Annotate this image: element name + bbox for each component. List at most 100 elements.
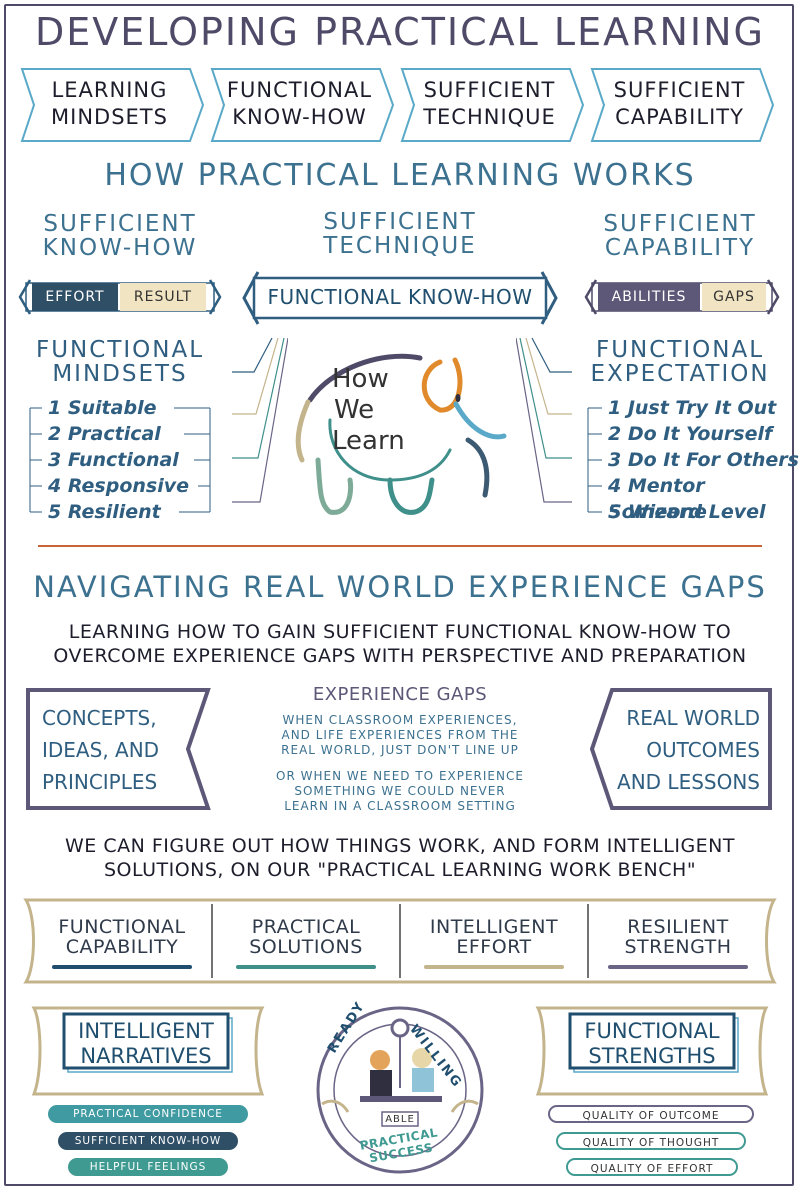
- result-pill: RESULT: [120, 283, 206, 311]
- step-line2: MINDSETS: [51, 105, 168, 129]
- elephant-line2: We: [334, 395, 375, 425]
- logo-able: ABLE: [385, 1114, 415, 1125]
- list-item: 4 Responsive: [48, 475, 189, 497]
- narratives-heading: INTELLIGENT NARRATIVES: [64, 1019, 228, 1069]
- bench-line1: RESILIENT: [627, 916, 729, 938]
- col-right-line1: SUFFICIENT: [603, 211, 757, 237]
- bench-item-functional-capability: FUNCTIONAL CAPABILITY: [42, 917, 202, 957]
- gaps-p2-line2: SOMETHING WE COULD NEVER: [294, 784, 506, 798]
- list-item: 5 Wizard Level: [608, 501, 766, 523]
- outcomes-line1: REAL WORLD: [626, 706, 760, 730]
- col-right-heading: SUFFICIENT CAPABILITY: [580, 212, 780, 260]
- narratives-tag: PRACTICAL CONFIDENCE: [48, 1105, 248, 1123]
- bench-underline: [608, 965, 748, 969]
- col-mid-line2: TECHNIQUE: [323, 233, 477, 259]
- outcomes-box-text: REAL WORLD OUTCOMES AND LESSONS: [600, 702, 760, 798]
- elephant-icon: [295, 353, 507, 515]
- left-connector-lines: [232, 337, 288, 503]
- mindsets-heading: FUNCTIONAL MINDSETS: [20, 338, 220, 386]
- elephant-text: How We Learn: [332, 364, 405, 457]
- bench-line2: CAPABILITY: [65, 936, 179, 958]
- chevron-arrow-icon: [20, 68, 205, 142]
- chevron-arrow-icon: [210, 68, 395, 142]
- bench-line1: INTELLIGENT: [429, 916, 559, 938]
- work-bench-shape: [23, 898, 777, 984]
- step-line1: SUFFICIENT: [613, 78, 746, 102]
- ready-willing-able-logo: [316, 1006, 484, 1174]
- abilities-pill: ABILITIES: [598, 283, 700, 311]
- how-title: HOW PRACTICAL LEARNING WORKS: [104, 158, 696, 193]
- step-learning-mindsets: LEARNING MINDSETS: [20, 67, 205, 143]
- strengths-tag: QUALITY OF EFFORT: [566, 1158, 738, 1176]
- outer-frame: [4, 4, 794, 1186]
- list-item: 2 Do It Yourself: [608, 423, 773, 445]
- right-connector-lines: [516, 337, 572, 503]
- narratives-line1: INTELLIGENT: [78, 1019, 214, 1043]
- concepts-box-shape: [26, 688, 211, 810]
- nav-title: NAVIGATING REAL WORLD EXPERIENCE GAPS: [33, 570, 767, 604]
- step-sufficient-capability: SUFFICIENT CAPABILITY: [590, 67, 775, 143]
- strengths-line1: FUNCTIONAL: [584, 1019, 720, 1043]
- narratives-line2: NARRATIVES: [80, 1044, 212, 1068]
- bench-underline: [424, 965, 564, 969]
- concepts-line2: IDEAS, AND: [42, 738, 160, 762]
- col-right-line2: CAPABILITY: [604, 235, 756, 261]
- col-left-heading: SUFFICIENT KNOW-HOW: [20, 212, 220, 260]
- bench-item-practical-solutions: PRACTICAL SOLUTIONS: [226, 917, 386, 957]
- expectation-line2: EXPECTATION: [590, 361, 770, 387]
- strengths-line2: STRENGTHS: [588, 1044, 716, 1068]
- narratives-tag: SUFFICIENT KNOW-HOW: [58, 1132, 238, 1150]
- concepts-box-text: CONCEPTS, IDEAS, AND PRINCIPLES: [42, 702, 159, 798]
- nav-subtitle-line2: OVERCOME EXPERIENCE GAPS WITH PERSPECTIV…: [53, 645, 747, 667]
- experience-gaps-p1: WHEN CLASSROOM EXPERIENCES, AND LIFE EXP…: [230, 713, 570, 758]
- col-left-line2: KNOW-HOW: [42, 235, 198, 261]
- bench-line1: FUNCTIONAL: [58, 916, 186, 938]
- experience-gaps-p2: OR WHEN WE NEED TO EXPERIENCE SOMETHING …: [230, 769, 570, 814]
- mindsets-list: 1 Suitable 2 Practical 3 Functional 4 Re…: [48, 395, 189, 525]
- list-item: 4 Mentor Someone: [608, 475, 707, 523]
- gaps-p1-line2: AND LIFE EXPERIENCES FROM THE: [281, 728, 519, 742]
- section-divider: [38, 545, 762, 547]
- bench-line2: SOLUTIONS: [249, 936, 363, 958]
- gaps-p2-line1: OR WHEN WE NEED TO EXPERIENCE: [276, 769, 524, 783]
- mindsets-bracket-lines: [29, 407, 211, 513]
- strengths-tray-shape: [535, 1006, 769, 1096]
- strengths-heading: FUNCTIONAL STRENGTHS: [570, 1019, 734, 1069]
- step-line1: LEARNING: [51, 78, 168, 102]
- list-item: 5 Resilient: [48, 501, 161, 523]
- list-item: 1 Suitable: [48, 397, 157, 419]
- chevron-arrow-icon: [400, 68, 585, 142]
- bench-item-resilient-strength: RESILIENT STRENGTH: [598, 917, 758, 957]
- step-line1: SUFFICIENT: [423, 78, 556, 102]
- bench-underline: [52, 965, 192, 969]
- step-line1: FUNCTIONAL: [226, 78, 373, 102]
- bench-line2: EFFORT: [456, 936, 532, 958]
- expectation-line1: FUNCTIONAL: [595, 337, 765, 363]
- expectation-heading: FUNCTIONAL EXPECTATION: [580, 338, 780, 386]
- narratives-tag: HELPFUL FEELINGS: [68, 1158, 228, 1176]
- step-line2: CAPABILITY: [615, 105, 744, 129]
- gaps-p1-line1: WHEN CLASSROOM EXPERIENCES,: [282, 713, 518, 727]
- mindsets-line1: FUNCTIONAL: [35, 337, 205, 363]
- list-item: 1 Just Try It Out: [608, 397, 777, 419]
- nav-subtitle: LEARNING HOW TO GAIN SUFFICIENT FUNCTION…: [0, 620, 800, 668]
- col-left-line1: SUFFICIENT: [43, 211, 197, 237]
- strengths-tag: QUALITY OF THOUGHT: [556, 1132, 746, 1150]
- list-item: 3 Functional: [48, 449, 179, 471]
- narratives-tray-shape: [31, 1006, 265, 1096]
- chevron-arrow-icon: [590, 68, 775, 142]
- bench-subtitle: WE CAN FIGURE OUT HOW THINGS WORK, AND F…: [0, 834, 800, 882]
- mindsets-line2: MINDSETS: [52, 361, 188, 387]
- bench-underline: [236, 965, 376, 969]
- step-sufficient-technique: SUFFICIENT TECHNIQUE: [400, 67, 585, 143]
- concepts-line3: PRINCIPLES: [42, 770, 158, 794]
- step-line2: TECHNIQUE: [423, 105, 556, 129]
- outcomes-line2: OUTCOMES: [646, 738, 760, 762]
- col-mid-line1: SUFFICIENT: [323, 209, 477, 235]
- gaps-pill: GAPS: [702, 283, 766, 311]
- page-title: DEVELOPING PRACTICAL LEARNING: [35, 10, 765, 54]
- strengths-tag: QUALITY OF OUTCOME: [548, 1105, 754, 1123]
- functional-know-how-banner: FUNCTIONAL KNOW-HOW: [267, 285, 533, 309]
- effort-pill: EFFORT: [32, 283, 118, 311]
